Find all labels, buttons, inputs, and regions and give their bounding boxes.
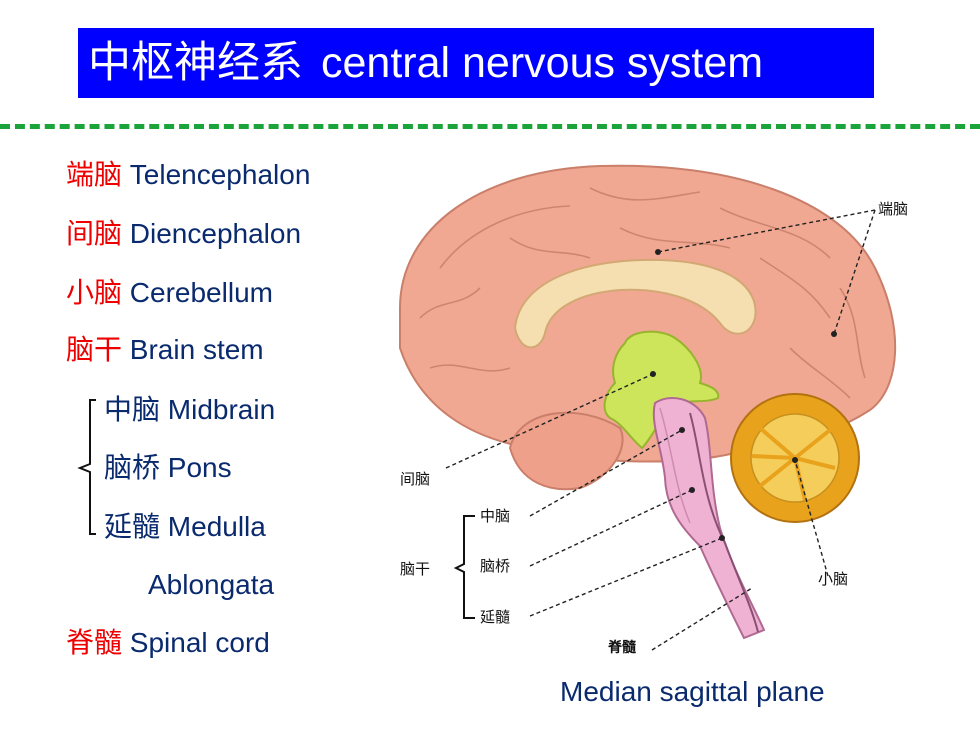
slide-title: 中枢神经系 central nervous system (88, 28, 763, 98)
label-brainstem: 脑干 (400, 560, 430, 578)
brain-sagittal-figure: 端脑 间脑 中脑 脑干 脑桥 延髓 小脑 脊髓 (399, 164, 908, 656)
part-midbrain: 中脑 Midbrain (104, 390, 275, 430)
term-en: Diencephalon (129, 218, 302, 249)
term-en: Spinal cord (129, 627, 270, 658)
term-zh: 间脑 (66, 218, 123, 249)
leader-lines (445, 209, 876, 651)
part-en: Medulla (167, 511, 266, 542)
part-zh: 延髓 (104, 511, 161, 542)
leader-dots (650, 249, 837, 541)
term-zh: 端脑 (66, 159, 123, 190)
corpus-callosum (513, 258, 757, 349)
part-zh: 中脑 (104, 394, 161, 425)
term-brainstem: 脑干 Brain stem (66, 330, 264, 370)
term-zh: 小脑 (66, 277, 123, 308)
brainstem-brace (77, 399, 96, 535)
part-zh: 脑桥 (104, 452, 161, 483)
label-spinal-cord: 脊髓 (607, 639, 637, 656)
label-telencephalon: 端脑 (878, 200, 908, 218)
part-en: Pons (167, 452, 232, 483)
figure-brace (453, 515, 475, 619)
term-diencephalon: 间脑 Diencephalon (66, 214, 301, 254)
part-en: Ablongata (148, 569, 275, 600)
term-zh: 脊髓 (66, 627, 123, 658)
term-en: Brain stem (129, 334, 264, 365)
term-zh: 脑干 (66, 334, 123, 365)
brainstem-shape (652, 397, 766, 640)
part-en: Midbrain (167, 394, 276, 425)
part-pons: 脑桥 Pons (104, 448, 232, 488)
label-cerebellum: 小脑 (818, 570, 848, 588)
title-en: central nervous system (321, 39, 764, 87)
label-pons: 脑桥 (480, 557, 510, 575)
term-en: Cerebellum (129, 277, 273, 308)
label-midbrain: 中脑 (480, 507, 510, 525)
label-diencephalon: 间脑 (400, 470, 430, 488)
temporal-lobe (508, 411, 624, 491)
term-telencephalon: 端脑 Telencephalon (66, 155, 310, 195)
dashed-divider (0, 124, 980, 129)
term-en: Telencephalon (129, 159, 311, 190)
term-spinal-cord: 脊髓 Spinal cord (66, 623, 270, 663)
part-medulla: 延髓 Medulla (104, 507, 266, 547)
title-zh: 中枢神经系 (88, 39, 303, 87)
figure-caption: Median sagittal plane (560, 676, 825, 707)
part-medulla-continuation: Ablongata (148, 565, 274, 605)
label-medulla: 延髓 (480, 608, 510, 626)
term-cerebellum: 小脑 Cerebellum (66, 273, 273, 313)
title-banner: 中枢神经系 central nervous system (78, 28, 874, 98)
